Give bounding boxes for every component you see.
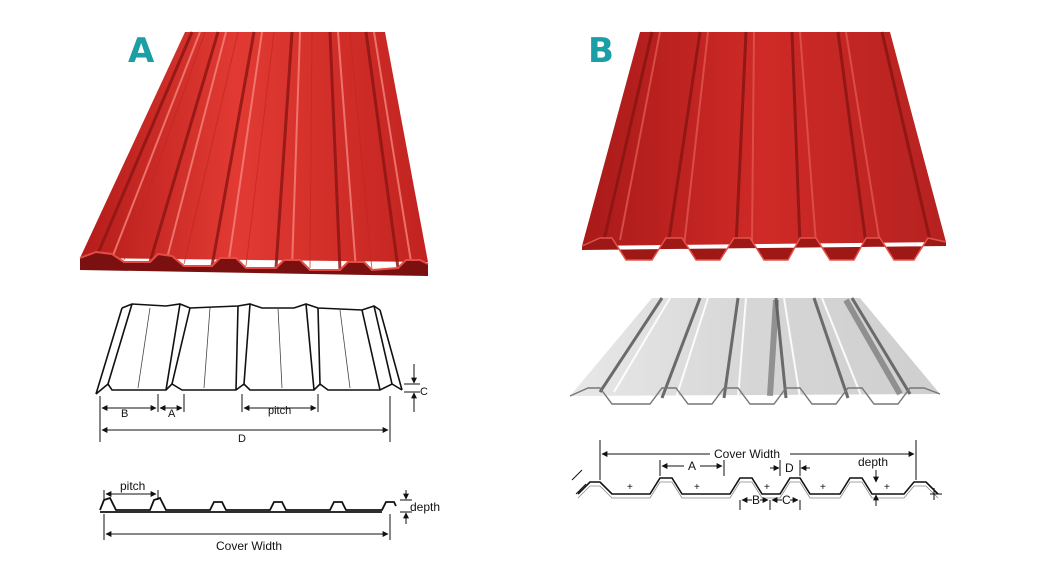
- label-d-a1: D: [238, 433, 246, 445]
- profile-sketch-a: [95, 303, 403, 395]
- label-d-b: D: [785, 461, 794, 475]
- red-roof-sheet-b: [581, 31, 947, 261]
- label-cover-width-a2: Cover Width: [216, 539, 282, 553]
- label-pitch-a1: pitch: [268, 405, 291, 417]
- plus-markers-b: + + + + +: [627, 482, 890, 493]
- dimension-lines-a1: [99, 364, 420, 442]
- label-a-a1: A: [168, 408, 176, 420]
- gray-roof-sheet-b: [569, 297, 941, 405]
- dimension-lines-b: [571, 440, 942, 510]
- profile-flat-a: [99, 496, 397, 513]
- svg-text:+: +: [627, 482, 633, 493]
- label-cover-width-b: Cover Width: [714, 447, 780, 461]
- label-a-b: A: [688, 459, 696, 473]
- label-c-b: C: [782, 493, 791, 507]
- svg-text:+: +: [694, 482, 700, 493]
- dimension-lines-a2: [103, 490, 412, 540]
- panel-a-letter: A: [128, 31, 155, 71]
- label-b-a1: B: [121, 408, 128, 420]
- label-c-a1: C: [420, 386, 428, 398]
- svg-text:+: +: [820, 482, 826, 493]
- svg-text:+: +: [884, 482, 890, 493]
- label-pitch-a2: pitch: [120, 479, 145, 493]
- red-roof-sheet-a: [79, 31, 429, 276]
- svg-text:+: +: [764, 482, 770, 493]
- panel-b-letter: B: [588, 31, 614, 71]
- label-depth-b: depth: [858, 455, 888, 469]
- label-b-b: B: [752, 493, 760, 507]
- label-depth-a2: depth: [410, 500, 440, 514]
